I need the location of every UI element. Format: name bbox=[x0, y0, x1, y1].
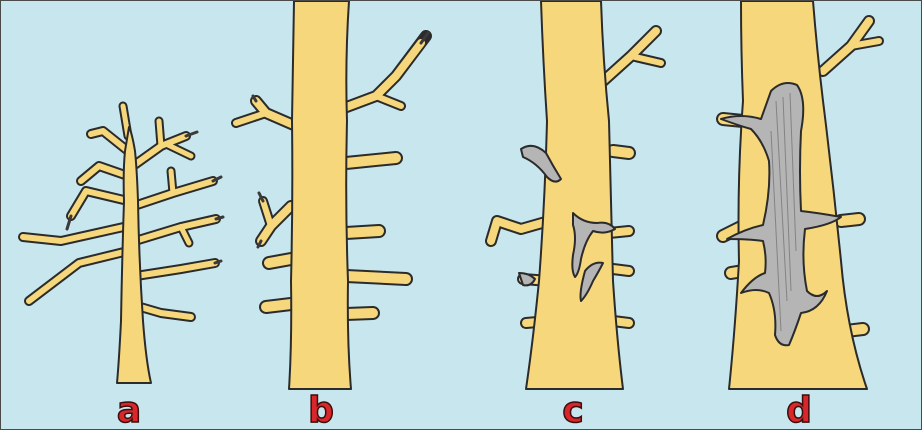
panel-b-label: b bbox=[301, 393, 341, 429]
panel-d-label: d bbox=[779, 393, 819, 429]
panel-a-tree bbox=[23, 106, 223, 383]
panel-b-trunk bbox=[289, 1, 351, 389]
panel-d-tree bbox=[721, 1, 879, 389]
panel-c-tree bbox=[491, 1, 661, 389]
panel-b-tree bbox=[236, 1, 428, 389]
panel-a-trunk bbox=[117, 127, 151, 383]
panel-c-label: c bbox=[553, 393, 593, 429]
panel-a-label: a bbox=[109, 393, 149, 429]
panel-c-trunk bbox=[526, 1, 623, 389]
panel-a-branches bbox=[23, 106, 216, 317]
